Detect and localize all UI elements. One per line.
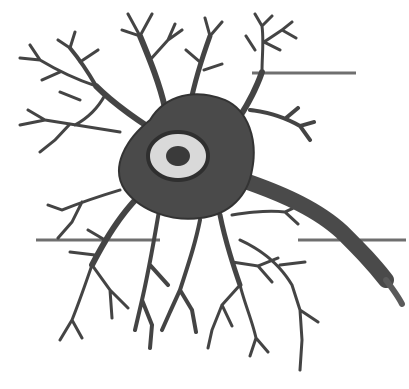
axon (248, 182, 402, 304)
nucleolus (166, 146, 190, 166)
